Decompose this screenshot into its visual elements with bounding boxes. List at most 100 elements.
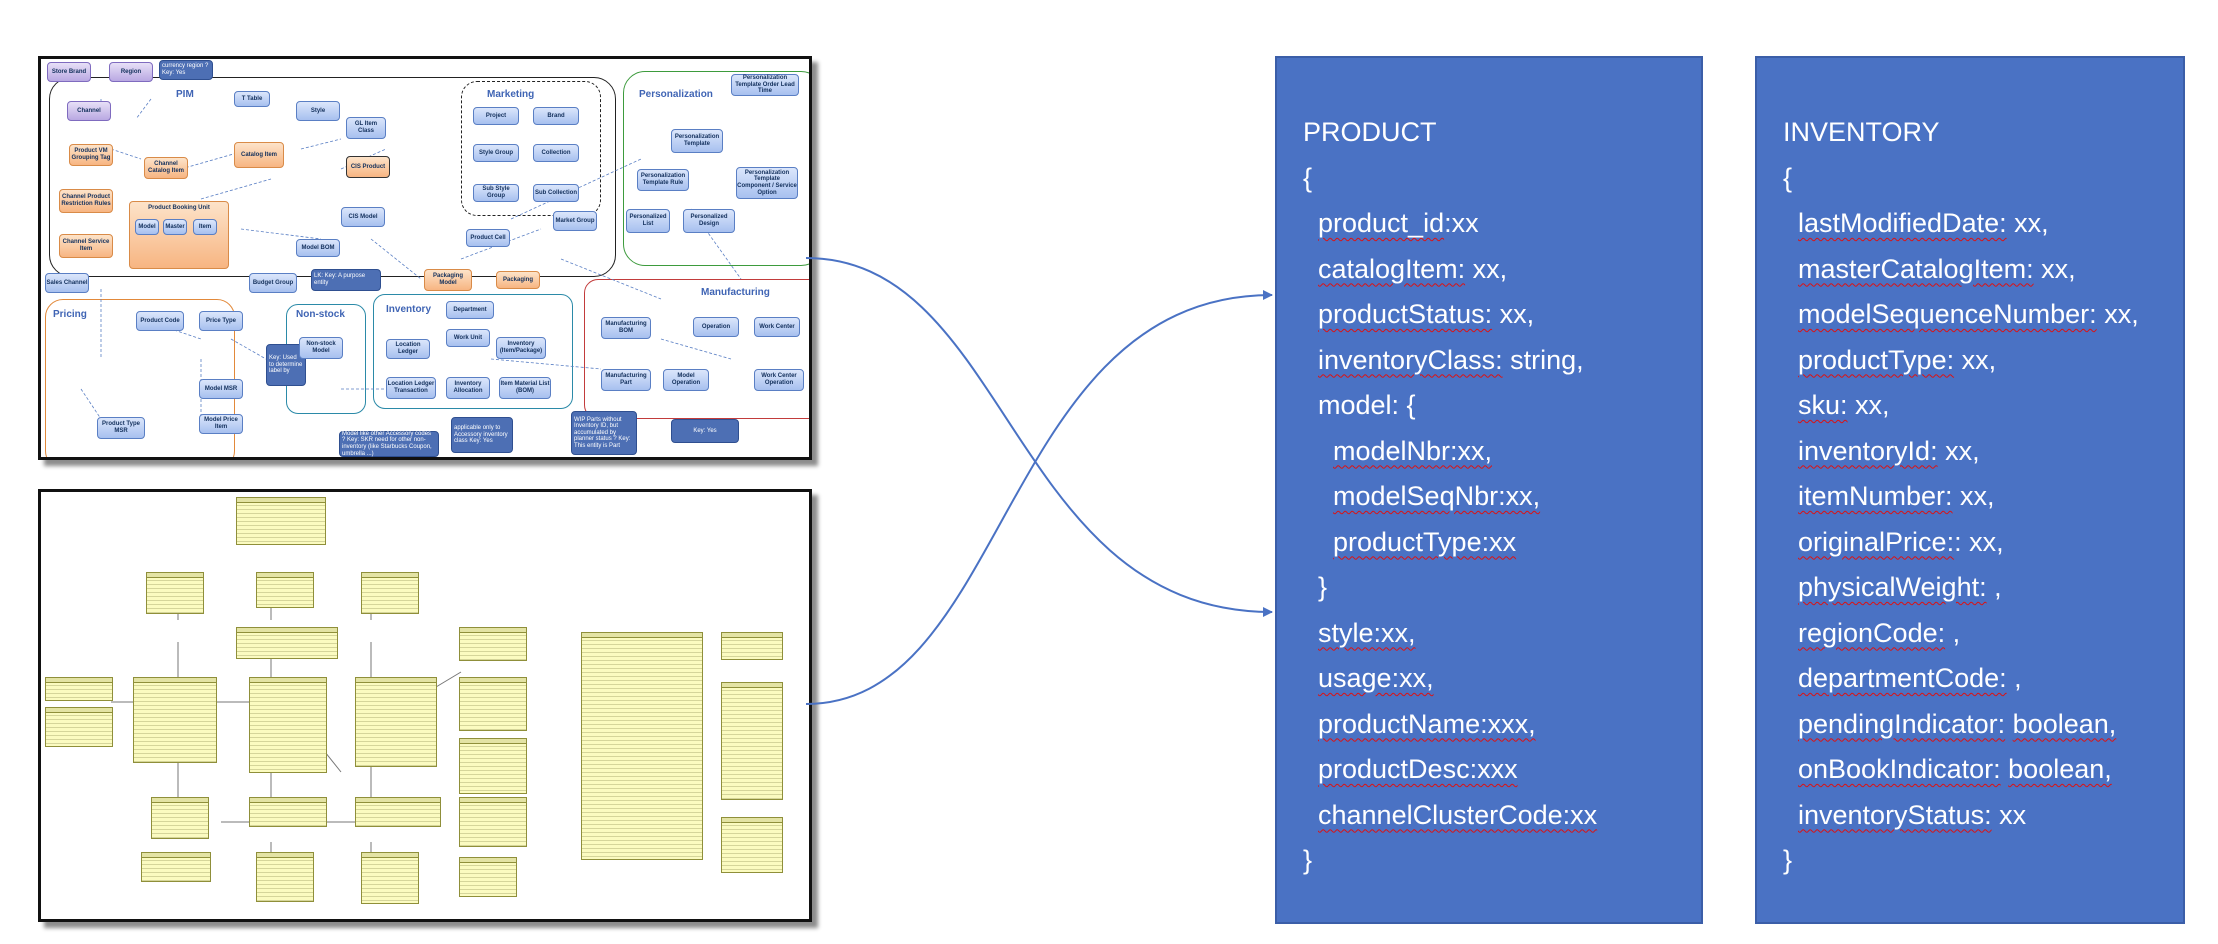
inventory-card-line: INVENTORY (1783, 110, 2183, 156)
model-bom-box: Model BOM (296, 239, 340, 257)
code-token: productType:xx (1333, 526, 1517, 557)
budget-group-box: Budget Group (249, 273, 297, 293)
channel-service-item-box: Channel Service Item (59, 234, 113, 258)
product-card-line: modelSeqNbr:xx, (1303, 474, 1701, 520)
channel-box: Channel (67, 101, 111, 121)
pricing-group (45, 299, 235, 457)
sub-collection-box: Sub Collection (533, 184, 579, 202)
nonstock-note: Model like other Accessory codes ? Key: … (339, 431, 439, 457)
product-card-line: } (1303, 838, 1701, 884)
code-token: originalPrice: (1798, 526, 1955, 557)
inventory-card-line: physicalWeight: , (1783, 565, 2183, 611)
code-token: PRODUCT (1303, 117, 1437, 147)
inventory-group-title: Inventory (386, 304, 432, 315)
er-diagram-screenshot (38, 489, 812, 922)
mfg-note: Key: Yes (671, 419, 739, 443)
code-token: xx, (2006, 208, 2049, 238)
brand-box: Brand (533, 107, 579, 125)
sub-style-group-box: Sub Style Group (473, 184, 519, 202)
er-table (581, 632, 703, 860)
region-box: Region (109, 62, 153, 82)
department-box: Department (446, 301, 494, 319)
er-table (361, 572, 419, 614)
pers-component-box: Personalization Template Component / Ser… (736, 167, 798, 199)
inventory-note: applicable only to Accessory inventory c… (451, 417, 513, 453)
collection-box: Collection (533, 144, 579, 162)
inventory-card-line: onBookIndicator: boolean, (1783, 747, 2183, 793)
code-token: xx, (1492, 299, 1535, 329)
er-table (45, 677, 113, 701)
code-token: xx, (1954, 344, 1997, 375)
code-token: xx, (1465, 253, 1508, 284)
pim-diagram-screenshot: PIM Marketing Personalization Pricing No… (38, 56, 812, 460)
product-booking-unit-box: Product Booking Unit (129, 201, 229, 269)
er-table (459, 627, 527, 661)
code-token: , (2006, 663, 2022, 693)
er-table (45, 707, 113, 747)
inventory-card-line: inventoryId: xx, (1783, 429, 2183, 475)
code-token: inventoryStatus: (1798, 799, 1992, 830)
er-table (459, 797, 527, 847)
code-token: boolean, (2012, 708, 2117, 739)
code-token: channelClusterCode:xx (1318, 799, 1598, 830)
market-group-box: Market Group (553, 211, 597, 231)
code-token: xx, (2096, 299, 2139, 329)
product-card-line: product_id:xx (1303, 201, 1701, 247)
er-table (249, 797, 327, 827)
lk-note: LK: Key: A purpose entity (311, 269, 381, 291)
product-card-line: productStatus: xx, (1303, 292, 1701, 338)
product-code-box: Product Code (136, 311, 184, 331)
product-card-line: modelNbr:xx, (1303, 429, 1701, 475)
inventory-card-line: } (1783, 838, 2183, 884)
code-token: productType: (1798, 344, 1955, 375)
inventory-card-line: departmentCode: , (1783, 656, 2183, 702)
operation-box: Operation (693, 317, 739, 337)
location-ledger-tx-box: Location Ledger Transaction (386, 377, 436, 399)
code-token: xx, (1952, 481, 1995, 511)
code-token: { (1303, 162, 1313, 193)
code-token: xx, (1937, 435, 1980, 466)
er-table (459, 677, 527, 731)
er-table (459, 857, 517, 897)
code-token: model: { (1318, 390, 1416, 420)
product-card-line: { (1303, 156, 1701, 202)
product-card-line: productDesc:xxx (1303, 747, 1701, 793)
product-card-line: usage:xx, (1303, 656, 1701, 702)
inventory-card-line: masterCatalogItem: xx, (1783, 247, 2183, 293)
er-table (721, 817, 783, 873)
er-table (236, 497, 326, 545)
inventory-card-line: regionCode: , (1783, 611, 2183, 657)
pricing-group-title: Pricing (53, 309, 87, 320)
code-token: departmentCode: (1798, 663, 2007, 693)
inventory-card-line: originalPrice:: xx, (1783, 520, 2183, 566)
work-unit-box: Work Unit (446, 329, 490, 347)
inventory-group (373, 294, 573, 409)
product-type-msr-box: Product Type MSR (97, 417, 145, 439)
code-token: inventoryId: (1798, 435, 1938, 466)
inventory-card-line: modelSequenceNumber: xx, (1783, 292, 2183, 338)
er-table (355, 797, 441, 827)
code-token: } (1318, 572, 1328, 602)
code-token: { (1783, 162, 1793, 193)
inventory-item-box: Inventory (Item/Package) (496, 337, 546, 359)
mfg-bom-box: Manufacturing BOM (601, 317, 651, 339)
work-center-box: Work Center (754, 317, 800, 337)
style-group-box: Style Group (473, 144, 519, 162)
project-box: Project (473, 107, 519, 125)
code-token: catalogItem: (1318, 253, 1466, 284)
code-token: string, (1502, 344, 1584, 375)
code-token: usage:xx, (1318, 663, 1434, 693)
code-token: boolean, (2008, 754, 2112, 784)
code-token: modelNbr:xx, (1333, 435, 1493, 466)
code-token: regionCode: (1798, 617, 1946, 648)
location-ledger-box: Location Ledger (386, 339, 430, 359)
nonstock-model-box: Non-stock Model (299, 337, 343, 359)
personalized-design-box: Personalized Design (683, 209, 735, 233)
nonstock-group-title: Non-stock (296, 309, 345, 320)
er-table (133, 677, 217, 763)
product-booking-unit-label: Product Booking Unit (148, 205, 210, 211)
sales-channel-box: Sales Channel (45, 273, 89, 293)
code-token: productDesc:xxx (1318, 754, 1518, 784)
er-table (236, 627, 338, 659)
